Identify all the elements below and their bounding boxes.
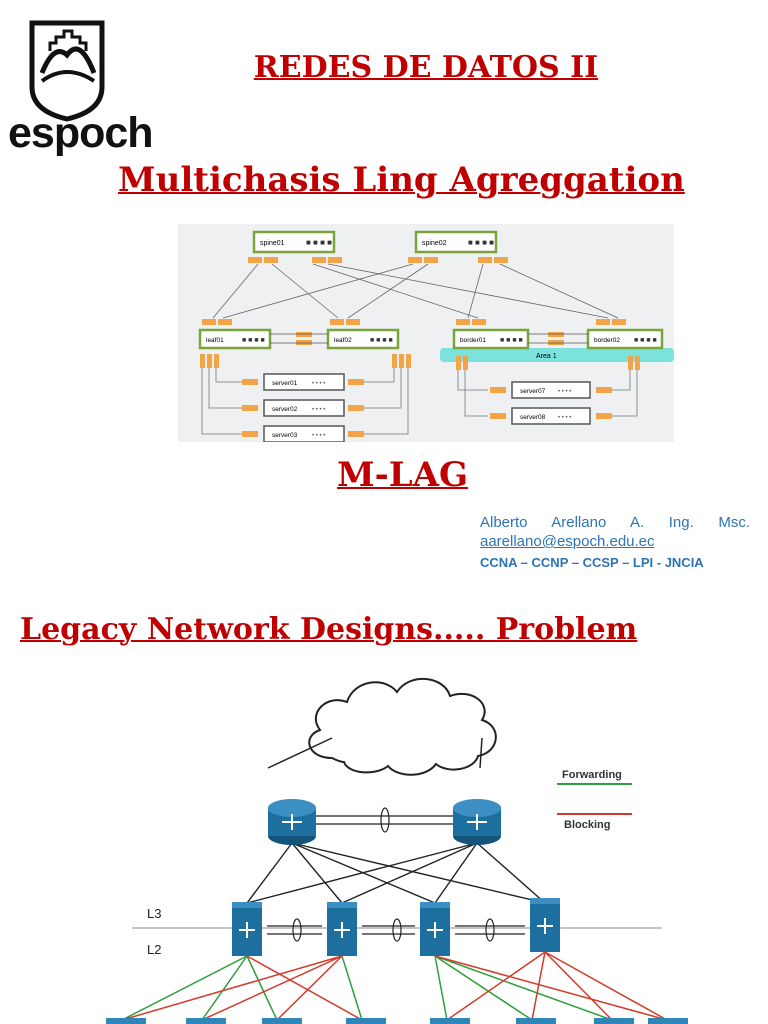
espoch-logo-icon	[29, 20, 105, 122]
server08-label: server08	[520, 414, 546, 421]
core-router-right-icon	[453, 799, 501, 845]
author-email-link[interactable]: aarellano@espoch.edu.ec	[480, 533, 655, 550]
spine01-switch: spine01 ■ ■ ■ ■	[252, 230, 336, 254]
distribution-etherchannel-ovals	[292, 918, 495, 942]
svg-text:■ ■ ■ ■: ■ ■ ■ ■	[634, 337, 657, 344]
spine02-switch: spine02 ■ ■ ■ ■	[414, 230, 498, 254]
leaf01-switch: leaf01 ■ ■ ■ ■	[198, 328, 272, 350]
spine-ports	[248, 257, 508, 263]
area-label: Area 1	[536, 353, 557, 360]
spine02-label: spine02	[422, 240, 447, 247]
mlag-subtitle: M-LAG	[336, 455, 469, 495]
legend-blocking-label: Blocking	[564, 819, 610, 831]
area-band	[440, 348, 674, 362]
uplink-lines	[212, 263, 619, 319]
access-switch-icon	[430, 1018, 470, 1024]
access-switch-icon	[346, 1018, 386, 1024]
core-link	[312, 815, 458, 825]
server02: server02 • • • •	[263, 399, 345, 417]
server02-label: server02	[272, 406, 298, 413]
slide2-title: Legacy Network Designs..... Problem	[20, 612, 638, 647]
svg-text:• • • •: • • • •	[312, 433, 325, 439]
server07: server07 • • • •	[511, 381, 591, 399]
access-switch-icon	[648, 1018, 688, 1024]
access-switch-icon	[594, 1018, 634, 1024]
svg-text:■ ■ ■ ■: ■ ■ ■ ■	[370, 337, 393, 344]
svg-text:■ ■ ■ ■: ■ ■ ■ ■	[468, 238, 494, 247]
distribution-switch-4-icon	[530, 898, 560, 952]
distribution-switch-2-icon	[327, 902, 357, 956]
border01-switch: border01 ■ ■ ■ ■	[452, 328, 530, 350]
access-switch-icon	[186, 1018, 226, 1024]
legend: Forwarding Blocking	[557, 769, 632, 831]
l3-label: L3	[147, 906, 161, 921]
server08: server08 • • • •	[511, 407, 591, 425]
distribution-links	[267, 925, 525, 935]
core-router-left-icon	[268, 799, 316, 845]
leaf02-switch: leaf02 ■ ■ ■ ■	[326, 328, 400, 350]
slide1-title: Multichasis Ling Agreggation	[118, 160, 685, 200]
server07-label: server07	[520, 388, 546, 395]
mlag-topology-diagram: spine01 ■ ■ ■ ■ spine02 ■ ■ ■ ■ Area 1 l…	[178, 224, 674, 442]
svg-text:■ ■ ■ ■: ■ ■ ■ ■	[306, 238, 332, 247]
svg-text:• • • •: • • • •	[312, 381, 325, 387]
server-links	[201, 368, 638, 435]
border01-label: border01	[460, 337, 486, 344]
author-certifications: CCNA – CCNP – CCSP – LPI - JNCIA	[480, 555, 704, 570]
course-title: REDES DE DATOS II	[253, 50, 599, 85]
leaf02-label: leaf02	[334, 337, 352, 344]
l2-label: L2	[147, 942, 161, 957]
server03-label: server03	[272, 432, 298, 439]
distribution-switch-3-icon	[420, 902, 450, 956]
access-switches	[106, 1018, 688, 1024]
access-switch-icon	[262, 1018, 302, 1024]
server01-label: server01	[272, 380, 298, 387]
forwarding-links	[121, 955, 613, 1021]
border02-label: border02	[594, 337, 620, 344]
server03: server03 • • • •	[263, 425, 345, 442]
distribution-switch-1-icon	[232, 902, 262, 956]
leaf-uplink-ports	[202, 319, 626, 325]
logo-wordmark: espoch	[8, 109, 154, 157]
leaf01-label: leaf01	[206, 337, 224, 344]
access-switch-icon	[516, 1018, 556, 1024]
svg-text:• • • •: • • • •	[312, 407, 325, 413]
legend-forwarding-label: Forwarding	[562, 769, 622, 781]
core-to-distribution-links	[246, 842, 546, 904]
blocking-links	[121, 951, 668, 1021]
svg-text:■ ■ ■ ■: ■ ■ ■ ■	[500, 337, 523, 344]
author-name: Alberto Arellano A. Ing. Msc.	[480, 514, 750, 531]
svg-text:• • • •: • • • •	[558, 415, 571, 421]
access-switch-icon	[106, 1018, 146, 1024]
border02-switch: border02 ■ ■ ■ ■	[586, 328, 664, 350]
server-ports	[242, 379, 612, 437]
peer-links	[270, 333, 588, 344]
svg-text:• • • •: • • • •	[558, 389, 571, 395]
svg-text:■ ■ ■ ■: ■ ■ ■ ■	[242, 337, 265, 344]
server01: server01 • • • •	[263, 373, 345, 391]
server-facing-ports	[200, 354, 640, 370]
peer-link-ports	[296, 332, 564, 345]
spine01-label: spine01	[260, 240, 285, 247]
core-etherchannel-oval	[380, 807, 390, 833]
legacy-network-diagram: L3 L2	[106, 677, 688, 1024]
cloud-icon	[308, 677, 497, 776]
